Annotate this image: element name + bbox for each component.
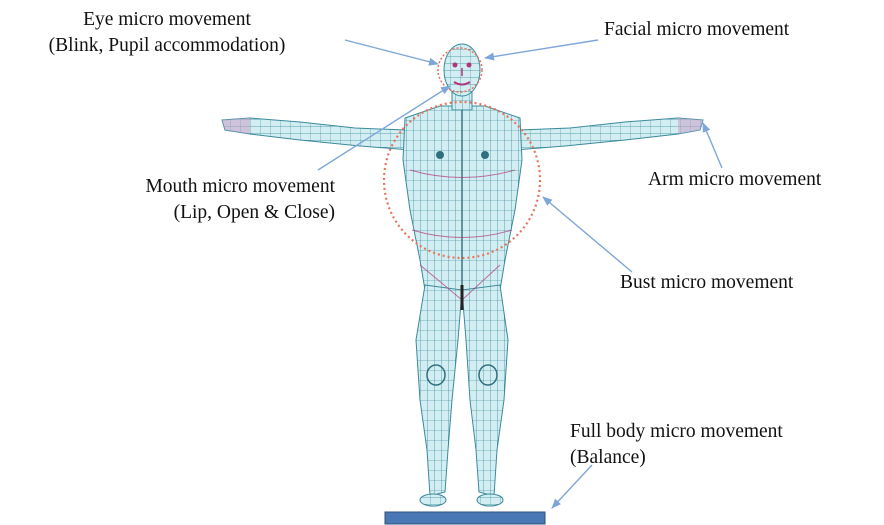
arm-label: Arm micro movement — [648, 167, 821, 193]
full-body-label-line2: (Balance) — [570, 445, 783, 471]
full-body-label: Full body micro movement (Balance) — [570, 419, 783, 471]
right-arm — [515, 118, 703, 150]
facial-label-line1: Facial micro movement — [604, 17, 789, 43]
eye-label-line2: (Blink, Pupil accommodation) — [2, 33, 332, 59]
arm-arrow — [703, 123, 722, 168]
full-body-label-line1: Full body micro movement — [570, 419, 783, 445]
bust-label: Bust micro movement — [620, 270, 793, 296]
mouth-label: Mouth micro movement (Lip, Open & Close) — [60, 174, 335, 226]
bust-arrow — [543, 197, 632, 272]
left-leg — [416, 285, 462, 496]
mouth-label-line2: (Lip, Open & Close) — [60, 200, 335, 226]
arm-label-line1: Arm micro movement — [648, 167, 821, 193]
eye-label-line1: Eye micro movement — [2, 7, 332, 33]
mouth-label-line1: Mouth micro movement — [60, 174, 335, 200]
eye-arrow — [345, 40, 438, 64]
full-body-arrow — [552, 465, 592, 508]
right-leg — [462, 285, 508, 496]
facial-label: Facial micro movement — [604, 17, 789, 43]
left-arm — [222, 118, 410, 150]
balance-platform — [385, 512, 545, 524]
eye-label: Eye micro movement (Blink, Pupil accommo… — [2, 7, 332, 59]
facial-arrow — [485, 40, 598, 58]
bust-label-line1: Bust micro movement — [620, 270, 793, 296]
